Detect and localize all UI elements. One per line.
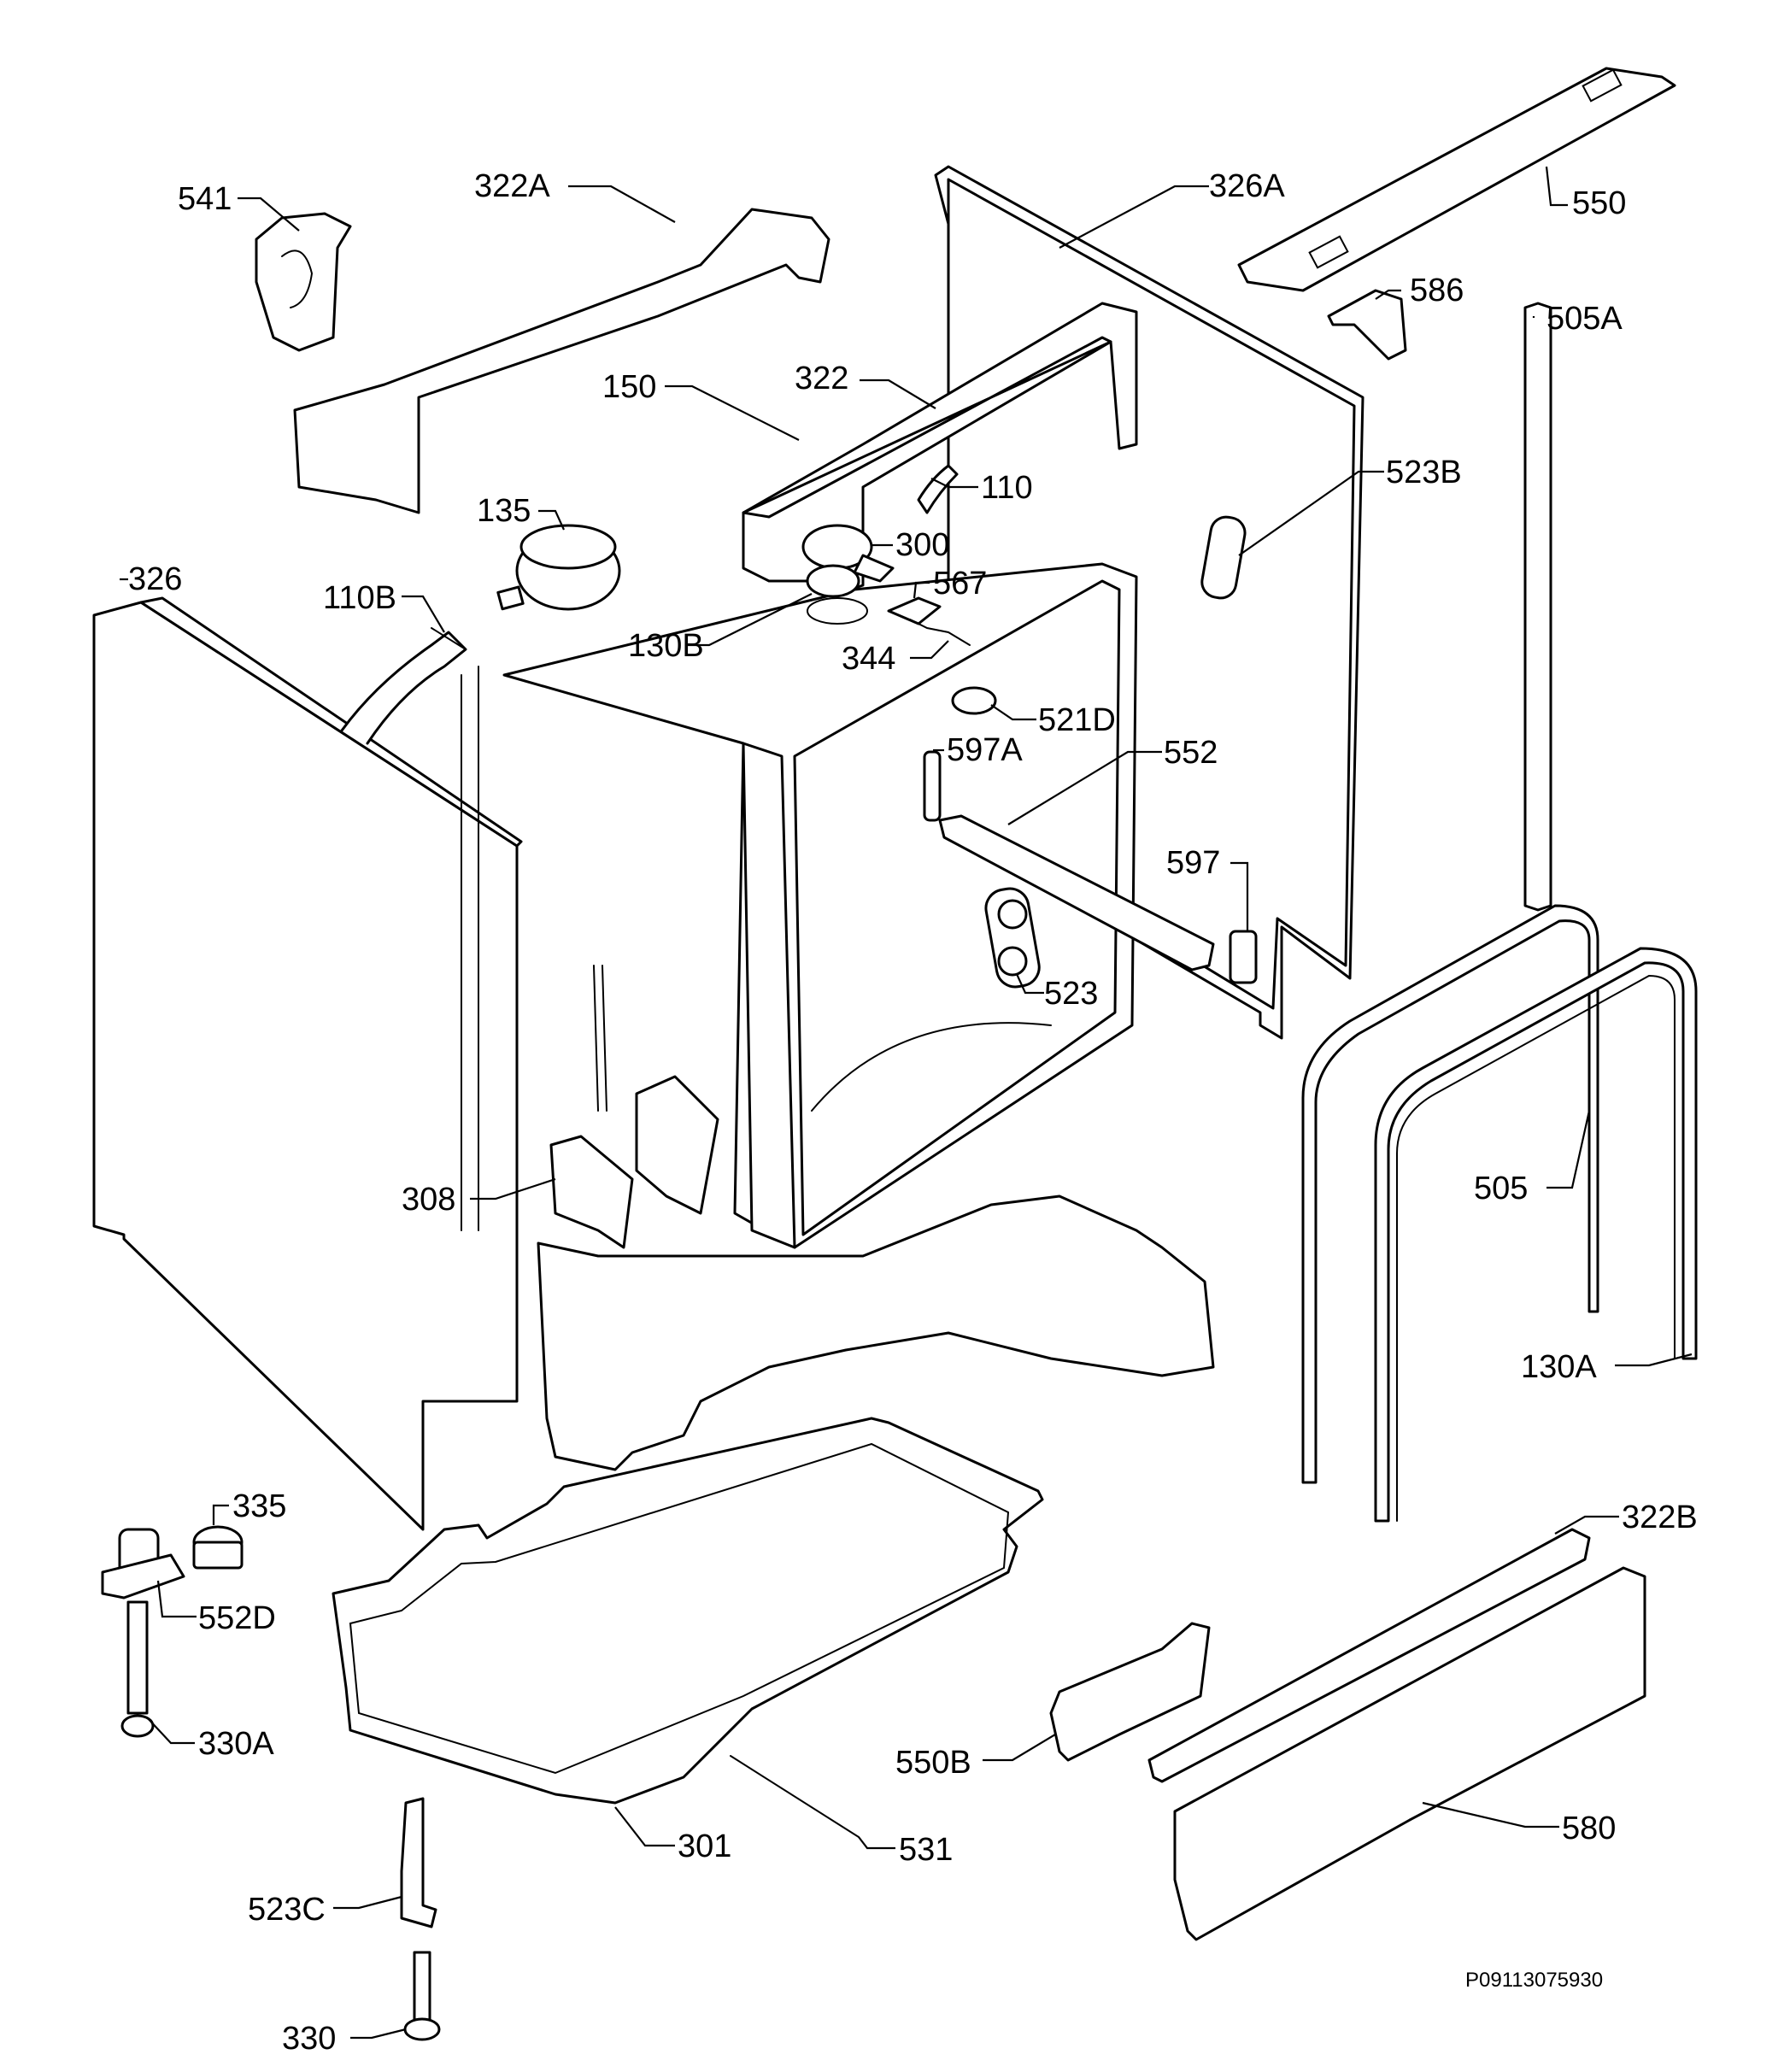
top-rail-550 [1237,67,1676,292]
callout-505A: 505A [1546,301,1623,337]
callout-505: 505 [1474,1171,1528,1206]
leader-lines [120,166,1693,2040]
callout-330: 330 [282,2021,336,2057]
callout-322: 322 [795,361,848,396]
callout-531: 531 [899,1832,953,1868]
seal-130A [1374,947,1698,1523]
clip-597A [923,750,942,822]
hose-110 [917,464,959,514]
callout-523: 523 [1044,976,1098,1012]
hinge-308 [549,965,719,1249]
salt-container-135 [496,524,621,611]
clip-541 [255,212,352,352]
side-panel-326 [92,596,523,1531]
grommet-523B [1200,515,1247,600]
callout-567: 567 [933,566,987,602]
rail-552 [938,814,1215,971]
rod-531 [730,1755,860,1838]
callout-523B: 523B [1386,455,1462,490]
callout-523C: 523C [248,1892,326,1928]
callout-301: 301 [678,1828,731,1864]
bracket-586 [1327,289,1407,361]
frame-322 [742,302,1138,591]
bracket-567 [887,596,942,625]
callout-521D: 521D [1038,702,1116,738]
callout-580: 580 [1562,1811,1616,1846]
callout-550: 550 [1572,185,1626,221]
bracket-550B [1049,1622,1211,1762]
callout-308: 308 [402,1182,455,1218]
strip-505A [1523,302,1552,912]
callout-552: 552 [1164,735,1218,771]
seal-505 [1301,904,1599,1484]
tray-301 [332,1417,1044,1805]
callout-597A: 597A [947,732,1023,768]
clip-597 [1229,930,1258,984]
callout-344: 344 [842,641,895,677]
gear-335 [192,1525,244,1570]
screw-330 [403,1951,441,2041]
hinge-523C [400,1797,437,1928]
tub-body [461,562,1138,1249]
callout-110: 110 [981,470,1033,506]
hose-110B [340,627,467,745]
spring-344 [909,619,971,646]
callout-597: 597 [1166,845,1220,881]
callout-110B: 110B [323,580,396,616]
grommet-521D [951,686,997,715]
callout-326: 326 [128,561,182,597]
motor-552D [101,1528,185,1599]
screw-330A [120,1600,155,1738]
diagram-code: P09113075930 [1465,1969,1603,1992]
panel-580 [1173,1566,1646,1941]
grommet-523 [984,887,1041,989]
base-frame [537,1194,1215,1471]
callout-586: 586 [1410,273,1464,308]
callout-150: 150 [602,369,656,405]
callout-labels: 541 322A 326A 550 586 505A 150 322 110 5… [128,168,1698,2057]
callout-300: 300 [895,527,949,563]
cap-300 [801,524,895,598]
callout-130A: 130A [1521,1349,1597,1385]
frame-rail-322A [293,208,830,514]
callout-322B: 322B [1622,1500,1698,1535]
callout-335: 335 [232,1488,286,1524]
callout-135: 135 [477,493,531,529]
callout-541: 541 [178,181,232,217]
callout-550B: 550B [895,1745,971,1781]
callout-322A: 322A [474,168,550,204]
callout-130B: 130B [628,628,704,664]
callout-330A: 330A [198,1726,274,1762]
rail-322B [1147,1528,1591,1783]
ring-130B [807,597,868,625]
callout-326A: 326A [1209,168,1285,204]
callout-552D: 552D [198,1600,276,1636]
